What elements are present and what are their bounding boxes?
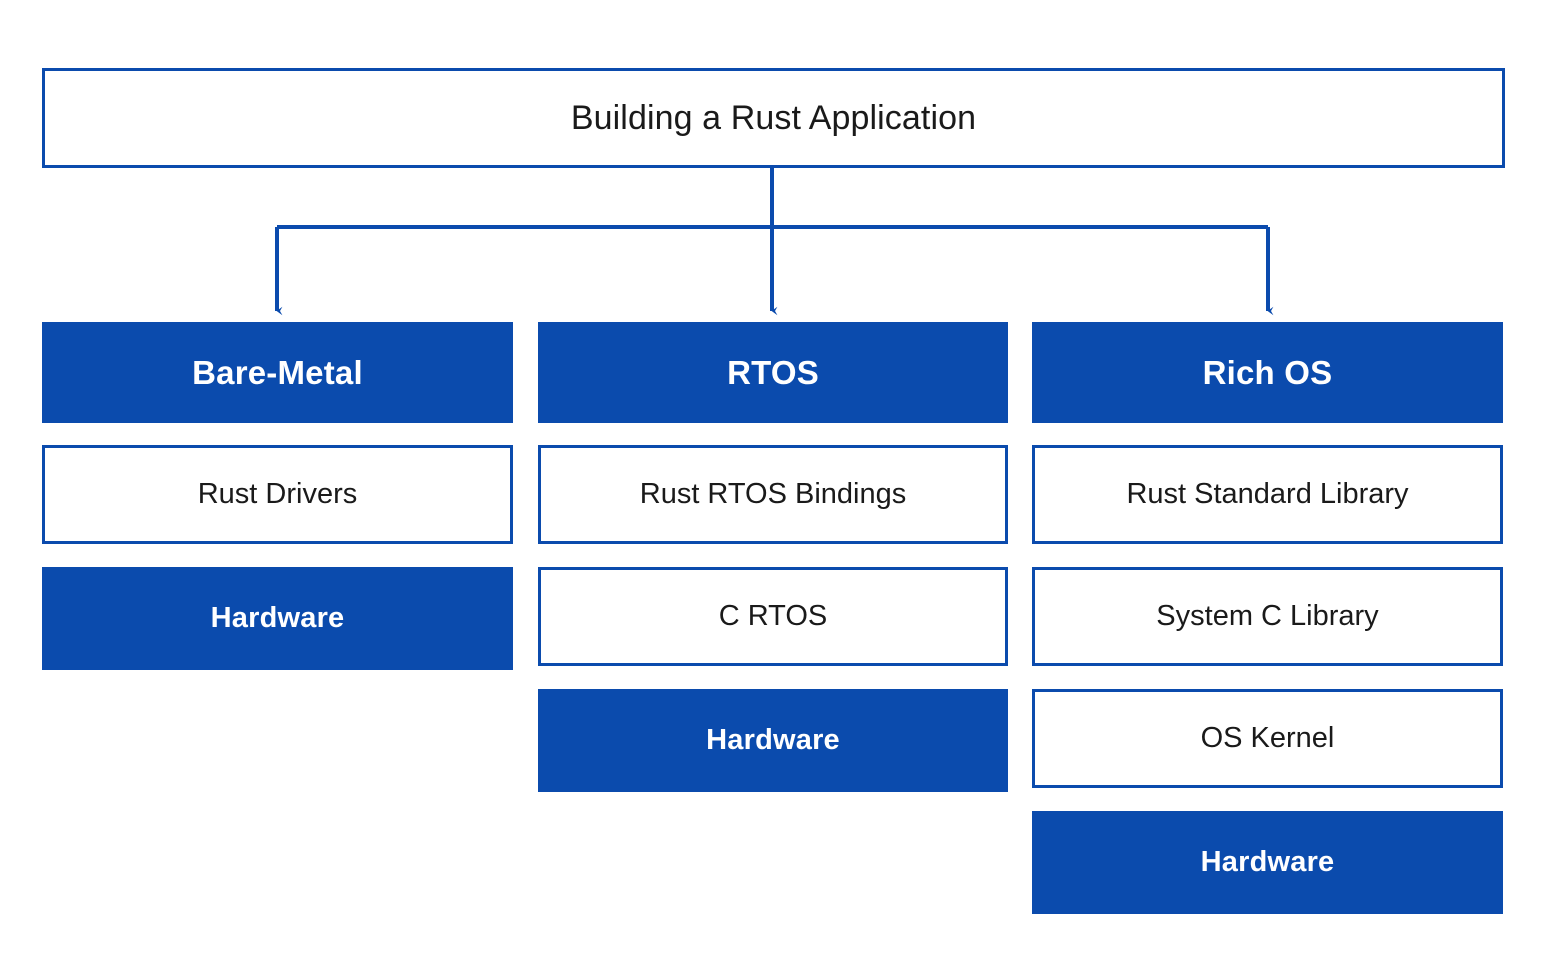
layer-box-hardware[interactable]: Hardware (1032, 811, 1503, 914)
layer-box[interactable]: Rust RTOS Bindings (538, 445, 1008, 544)
column-header-rich-os[interactable]: Rich OS (1032, 322, 1503, 423)
layer-label: Rust Standard Library (1126, 478, 1409, 510)
layer-box-hardware[interactable]: Hardware (42, 567, 513, 670)
column-bare-metal: Bare-Metal Rust Drivers Hardware (42, 322, 513, 693)
column-header-label: Bare-Metal (192, 353, 363, 391)
layer-label: OS Kernel (1200, 722, 1335, 754)
layer-label: Rust Drivers (197, 478, 358, 510)
layer-label: Hardware (706, 724, 840, 756)
root-node[interactable]: Building a Rust Application (42, 68, 1505, 168)
column-rich-os: Rich OS Rust Standard Library System C L… (1032, 322, 1503, 937)
layer-label: C RTOS (718, 600, 828, 632)
layer-box[interactable]: OS Kernel (1032, 689, 1503, 788)
layer-box-hardware[interactable]: Hardware (538, 689, 1008, 792)
column-header-bare-metal[interactable]: Bare-Metal (42, 322, 513, 423)
layer-box[interactable]: Rust Standard Library (1032, 445, 1503, 544)
column-rtos: RTOS Rust RTOS Bindings C RTOS Hardware (538, 322, 1008, 815)
layer-label: System C Library (1156, 600, 1379, 632)
root-node-label: Building a Rust Application (570, 99, 977, 137)
layer-box[interactable]: Rust Drivers (42, 445, 513, 544)
column-header-rtos[interactable]: RTOS (538, 322, 1008, 423)
layer-label: Hardware (210, 602, 345, 634)
layer-box[interactable]: C RTOS (538, 567, 1008, 666)
column-header-label: RTOS (727, 353, 819, 391)
layer-label: Rust RTOS Bindings (639, 478, 907, 510)
layer-box[interactable]: System C Library (1032, 567, 1503, 666)
column-header-label: Rich OS (1202, 353, 1333, 391)
layer-label: Hardware (1200, 846, 1335, 878)
